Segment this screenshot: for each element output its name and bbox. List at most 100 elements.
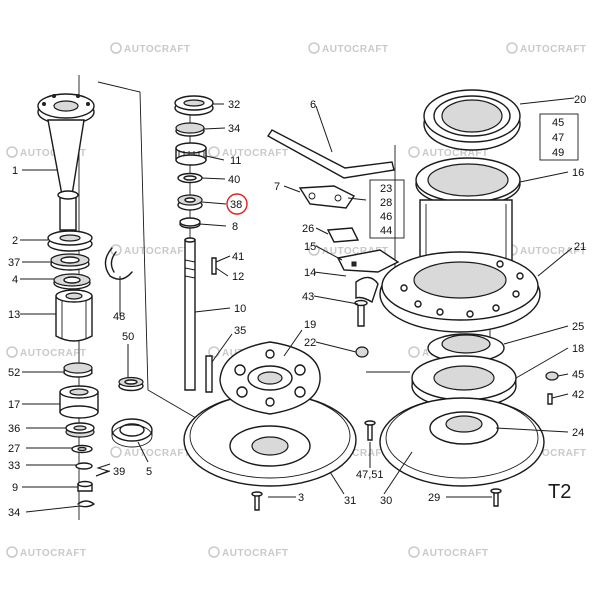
circlip-34 bbox=[77, 500, 95, 508]
key-12 bbox=[211, 257, 217, 275]
svg-text:AUTOCRAFT: AUTOCRAFT bbox=[222, 148, 289, 159]
bar-6 bbox=[266, 129, 395, 179]
label-part-30: 30 bbox=[380, 495, 392, 507]
label-part-39: 39 bbox=[113, 466, 125, 478]
watermark-2: AUTOCRAFT bbox=[308, 42, 389, 55]
bolt-29 bbox=[493, 491, 499, 507]
label-part-35: 35 bbox=[234, 325, 246, 337]
ref-box-23-44 bbox=[369, 179, 405, 239]
label-part-34-shaft: 34 bbox=[228, 123, 240, 135]
svg-text:AUTOCRAFT: AUTOCRAFT bbox=[422, 148, 489, 159]
label-part-40: 40 bbox=[228, 174, 240, 186]
label-part-32: 32 bbox=[228, 99, 240, 111]
ring-33 bbox=[75, 462, 93, 470]
watermark-1: AUTOCRAFT bbox=[110, 42, 191, 55]
label-part-44: 44 bbox=[380, 225, 392, 237]
cap-45 bbox=[545, 371, 559, 381]
label-part-48: 48 bbox=[113, 311, 125, 323]
svg-text:AUTOCRAFT: AUTOCRAFT bbox=[124, 448, 191, 459]
label-part-6: 6 bbox=[310, 99, 316, 111]
sleeve-13 bbox=[55, 295, 93, 342]
cap-22 bbox=[355, 346, 369, 358]
label-part-3: 3 bbox=[298, 492, 304, 504]
watermark-17: AUTOCRAFT bbox=[208, 546, 289, 559]
label-part-34: 34 bbox=[8, 507, 20, 519]
label-part-9: 9 bbox=[12, 482, 18, 494]
leader-lines bbox=[20, 97, 575, 513]
watermark-3: AUTOCRAFT bbox=[506, 42, 587, 55]
label-part-27: 27 bbox=[8, 443, 20, 455]
snap-ring-48 bbox=[104, 247, 133, 280]
watermark-7: AUTOCRAFT bbox=[110, 244, 191, 257]
svg-text:AUTOCRAFT: AUTOCRAFT bbox=[222, 548, 289, 559]
label-part-26: 26 bbox=[302, 223, 314, 235]
label-part-4: 4 bbox=[12, 274, 18, 286]
label-part-14: 14 bbox=[304, 267, 316, 279]
plate-7 bbox=[298, 185, 356, 209]
label-part-37: 37 bbox=[8, 257, 20, 269]
svg-text:AUTOCRAFT: AUTOCRAFT bbox=[124, 44, 191, 55]
label-part-31: 31 bbox=[344, 495, 356, 507]
page-tag: T2 bbox=[548, 481, 571, 503]
watermark-16: AUTOCRAFT bbox=[6, 546, 86, 559]
left-housing-stack bbox=[37, 93, 99, 508]
svg-text:AUTOCRAFT: AUTOCRAFT bbox=[422, 548, 489, 559]
watermark-5: AUTOCRAFT bbox=[208, 146, 289, 159]
label-part-52: 52 bbox=[8, 367, 20, 379]
bolt-43 bbox=[357, 303, 365, 327]
label-part-23: 23 bbox=[380, 183, 392, 195]
label-part-7: 7 bbox=[274, 181, 280, 193]
svg-text:AUTOCRAFT: AUTOCRAFT bbox=[322, 44, 389, 55]
pin-35 bbox=[205, 355, 213, 393]
svg-text:AUTOCRAFT: AUTOCRAFT bbox=[322, 448, 389, 459]
watermark-13: AUTOCRAFT bbox=[110, 446, 191, 459]
right-drum-assembly bbox=[379, 89, 579, 507]
watermark-6: AUTOCRAFT bbox=[408, 146, 489, 159]
plate-26 bbox=[326, 227, 360, 243]
label-part-28: 28 bbox=[380, 197, 392, 209]
watermark-18: AUTOCRAFT bbox=[408, 546, 489, 559]
bracket-parts bbox=[266, 129, 405, 358]
label-part-17: 17 bbox=[8, 399, 20, 411]
ref-box-45-49 bbox=[539, 113, 579, 161]
label-part-42: 42 bbox=[572, 389, 584, 401]
watermark-8: AUTOCRAFT bbox=[308, 244, 388, 257]
svg-text:AUTOCRAFT: AUTOCRAFT bbox=[520, 44, 587, 55]
label-part-18: 18 bbox=[572, 343, 584, 355]
center-disc-assembly bbox=[183, 341, 376, 511]
label-part-8: 8 bbox=[232, 221, 238, 233]
label-part-1: 1 bbox=[12, 165, 18, 177]
watermark-4: AUTOCRAFT bbox=[6, 146, 87, 159]
label-part-19: 19 bbox=[304, 319, 316, 331]
svg-text:AUTOCRAFT: AUTOCRAFT bbox=[20, 148, 87, 159]
bolt-3 bbox=[254, 494, 260, 511]
label-part-43: 43 bbox=[302, 291, 314, 303]
label-part-38: 38 bbox=[230, 199, 242, 211]
mid-left-parts bbox=[95, 247, 153, 477]
label-part-24: 24 bbox=[572, 427, 584, 439]
svg-text:AUTOCRAFT: AUTOCRAFT bbox=[520, 246, 587, 257]
label-part-41: 41 bbox=[232, 251, 244, 263]
label-part-15: 15 bbox=[304, 241, 316, 253]
svg-text:AUTOCRAFT: AUTOCRAFT bbox=[124, 246, 191, 257]
label-part-16: 16 bbox=[572, 167, 584, 179]
label-part-45-box: 45 bbox=[552, 117, 564, 129]
label-part-12: 12 bbox=[232, 271, 244, 283]
label-part-33: 33 bbox=[8, 460, 20, 472]
label-part-36: 36 bbox=[8, 423, 20, 435]
label-part-49-box: 49 bbox=[552, 147, 564, 159]
svg-text:AUTOCRAFT: AUTOCRAFT bbox=[520, 448, 587, 459]
part-labels: 1 2 37 4 13 48 52 17 36 27 33 9 34 39 50… bbox=[8, 94, 586, 519]
shaft-10 bbox=[184, 239, 196, 391]
watermark-10: AUTOCRAFT bbox=[6, 346, 87, 359]
label-part-5: 5 bbox=[146, 466, 152, 478]
label-part-47-51: 47,51 bbox=[356, 469, 384, 481]
label-part-47-box: 47 bbox=[552, 132, 564, 144]
label-part-11: 11 bbox=[230, 155, 241, 167]
label-part-10: 10 bbox=[234, 303, 246, 315]
svg-text:AUTOCRAFT: AUTOCRAFT bbox=[20, 348, 87, 359]
highlight-circle-38 bbox=[226, 193, 248, 215]
label-part-45: 45 bbox=[572, 369, 584, 381]
label-part-13: 13 bbox=[8, 309, 20, 321]
